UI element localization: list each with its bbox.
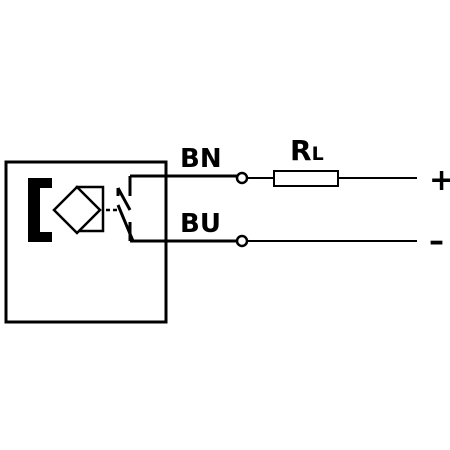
- label-positive: +: [429, 163, 450, 198]
- label-resistor-sub: L: [312, 143, 324, 165]
- sensor-face-icon: [28, 178, 52, 242]
- label-bu: BU: [180, 209, 221, 239]
- label-resistor-main: R: [290, 134, 312, 167]
- label-bn: BN: [180, 144, 222, 174]
- label-negative: –: [429, 224, 444, 259]
- label-resistor: RL: [290, 134, 324, 167]
- diamond-coil-icon: [52, 185, 105, 235]
- terminal-blue: [235, 234, 249, 248]
- resistor-icon: [273, 170, 339, 187]
- terminal-brown: [235, 171, 249, 185]
- switch-contact-icon: [116, 176, 135, 242]
